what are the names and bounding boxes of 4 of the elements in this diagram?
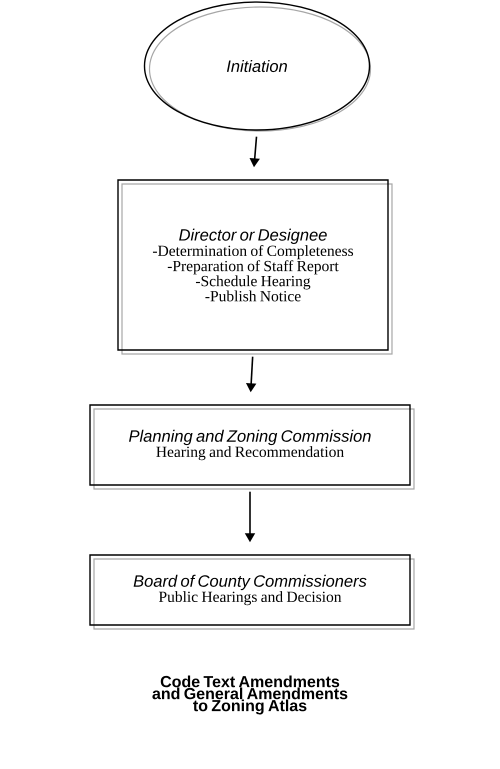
- process-box: Board of County Commissioners Public Hearings and Decision: [89, 554, 415, 630]
- process-box: Planning and Zoning Commission Hearing and Recommendation: [89, 404, 415, 490]
- caption: Code Text Amendments and General Amendments to Zoning Atlas: [152, 676, 348, 714]
- process-box: Director or Designee -Determination of Completeness -Preparation of Staff Report -Schedule Hearing -Publish Notice: [117, 179, 393, 355]
